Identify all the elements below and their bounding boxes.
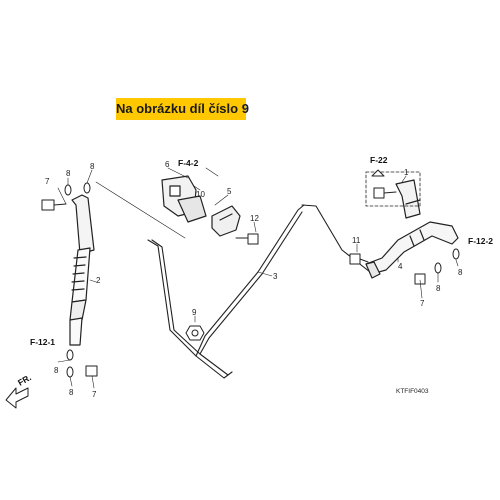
leader-lines: [57, 167, 459, 389]
callout-1: 1: [404, 168, 409, 177]
left-brake-hose: [69, 194, 95, 346]
front-label: FR.: [16, 372, 33, 388]
callout-7-left-lower: 7: [92, 390, 97, 399]
callout-8-left-b: 8: [90, 162, 95, 171]
left-upper-washers: [64, 182, 91, 196]
callout-8-left-c: 8: [54, 366, 59, 375]
callout-5: 5: [227, 187, 232, 196]
part-highlight-banner: Na obrázku díl číslo 9: [116, 98, 249, 120]
callout-8-right-b: 8: [458, 268, 463, 277]
proportioning-valve: [161, 175, 207, 223]
bracket-bolt: [373, 187, 397, 199]
left-upper-bolt: [41, 199, 67, 211]
callout-8-right-a: 8: [436, 284, 441, 293]
callout-4: 4: [398, 262, 403, 271]
callout-12: 12: [250, 214, 259, 223]
callout-7-left-upper: 7: [45, 177, 50, 186]
callout-8-left-a: 8: [66, 169, 71, 178]
ref-f-12-1: F-12-1: [30, 337, 55, 347]
callout-8-left-d: 8: [69, 388, 74, 397]
ref-f-22: F-22: [370, 155, 388, 165]
ref-f-12-2: F-12-2: [468, 236, 493, 246]
ref-f-4-2: F-4-2: [178, 158, 199, 168]
callout-3: 3: [273, 272, 278, 281]
callout-7-right: 7: [420, 299, 425, 308]
reference-arrow-up: [371, 169, 385, 177]
right-brake-hose: [365, 221, 459, 279]
diagram-code: KTFIF0403: [396, 388, 429, 395]
callout-11: 11: [352, 236, 361, 245]
left-lower-bolt: [66, 349, 98, 378]
hose-bracket: [395, 179, 421, 219]
pipe-clamp-bracket: [211, 205, 241, 237]
f22-reference-box: [365, 171, 421, 207]
brake-pipe: [147, 204, 377, 379]
right-lower-bolt: [414, 248, 460, 285]
callout-2: 2: [96, 276, 101, 285]
flange-nut: [185, 325, 205, 341]
callout-9: 9: [192, 308, 197, 317]
center-bolt: [235, 233, 259, 245]
right-upper-bolt: [349, 253, 369, 265]
front-direction-arrow: [5, 387, 29, 409]
callout-6: 6: [165, 160, 170, 169]
callout-10: 10: [196, 190, 205, 199]
